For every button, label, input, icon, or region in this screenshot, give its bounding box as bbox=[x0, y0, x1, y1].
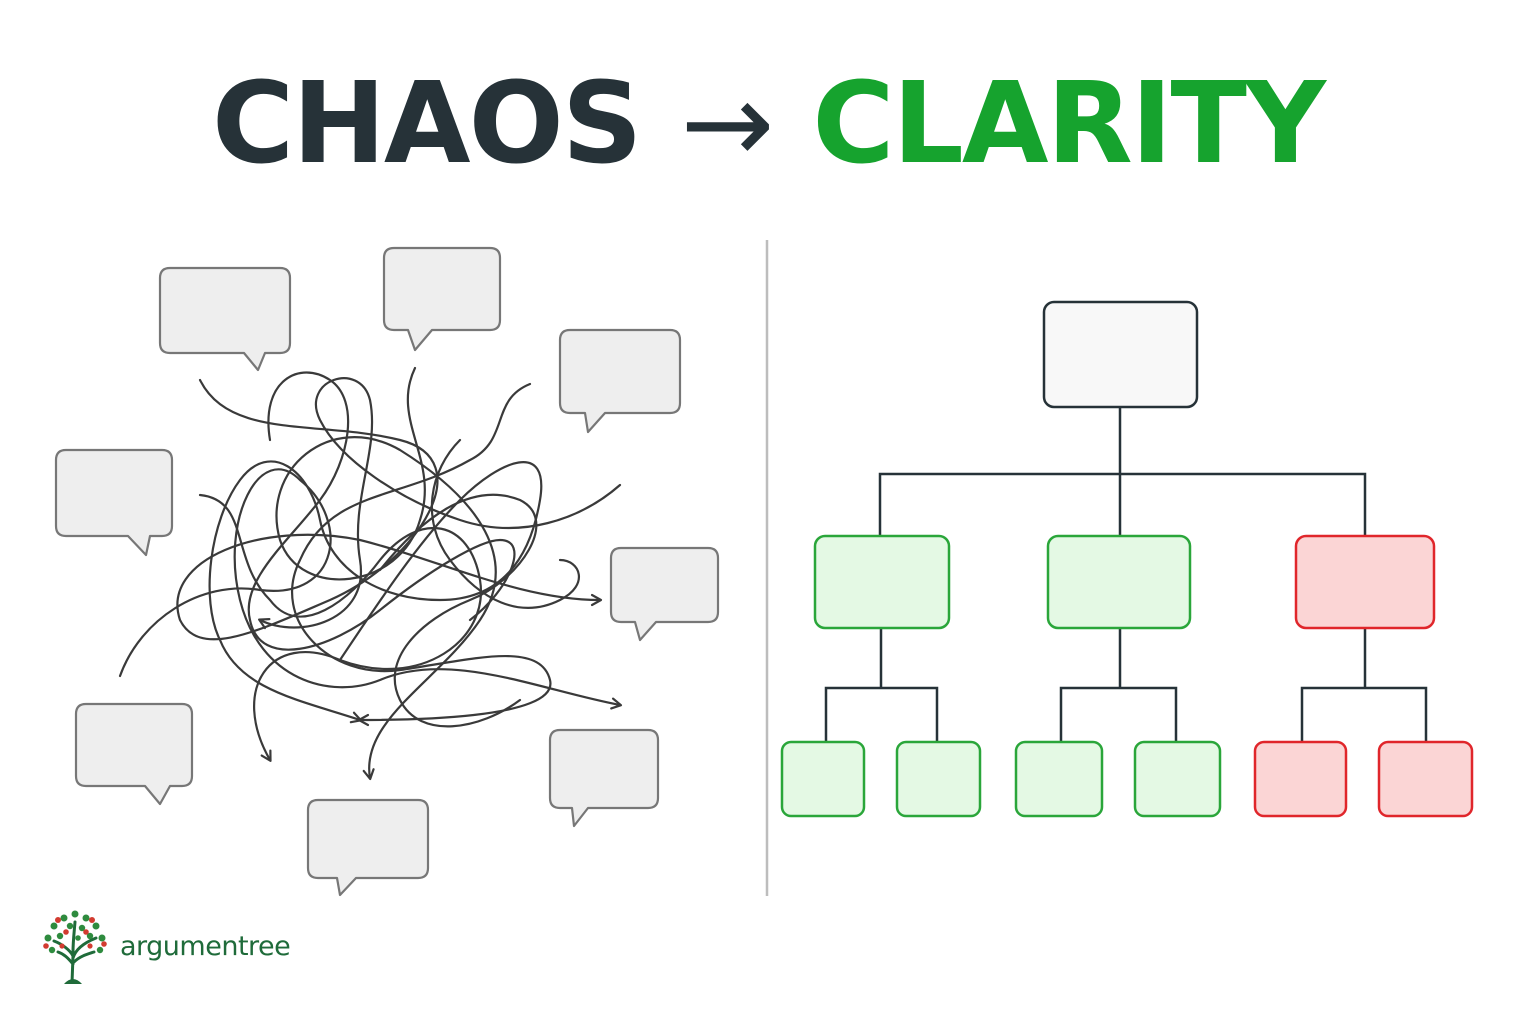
speech-bubble-icon bbox=[548, 728, 660, 828]
tangle-arrow bbox=[118, 468, 623, 710]
headline-chaos: CHAOS bbox=[212, 59, 642, 189]
tree-leaf-support bbox=[1014, 740, 1104, 818]
tree-root-node bbox=[1042, 300, 1199, 409]
speech-bubble-icon bbox=[54, 448, 174, 557]
tree-node-support bbox=[1046, 534, 1192, 630]
tangle-arrow bbox=[378, 493, 538, 728]
headline-clarity: CLARITY bbox=[812, 59, 1326, 189]
tree-connectors bbox=[824, 407, 1428, 742]
headline-arrow-icon: → bbox=[680, 59, 774, 189]
speech-bubbles bbox=[54, 246, 720, 897]
tangle-arrow bbox=[208, 460, 543, 724]
tree-leaf-support bbox=[780, 740, 866, 818]
tangle-arrow bbox=[275, 366, 497, 781]
tree-leaf-support bbox=[1133, 740, 1222, 818]
tangle-arrow bbox=[291, 382, 552, 727]
tree-leaf-oppose bbox=[1377, 740, 1474, 818]
brand-name: argumentree bbox=[120, 930, 291, 962]
headline: CHAOS→CLARITY bbox=[0, 64, 1536, 184]
tree-icon bbox=[43, 910, 107, 984]
tangle-arrow bbox=[247, 371, 516, 651]
tangle-arrow bbox=[430, 438, 581, 609]
tree-leaf-support bbox=[895, 740, 982, 818]
speech-bubble-icon bbox=[158, 266, 292, 372]
speech-bubble-icon bbox=[558, 328, 682, 434]
tree-node-support bbox=[813, 534, 951, 630]
tree-leaf-oppose bbox=[1253, 740, 1348, 818]
tangle-arrow bbox=[258, 377, 622, 630]
speech-bubble-icon bbox=[306, 798, 430, 897]
speech-bubble-icon bbox=[609, 546, 720, 642]
brand-logo: argumentree bbox=[42, 906, 291, 986]
tangle-arrow bbox=[198, 493, 483, 762]
speech-bubble-icon bbox=[74, 702, 194, 806]
tree-node-oppose bbox=[1294, 534, 1436, 630]
speech-bubble-icon bbox=[382, 246, 502, 352]
tangled-arrows bbox=[118, 366, 623, 781]
